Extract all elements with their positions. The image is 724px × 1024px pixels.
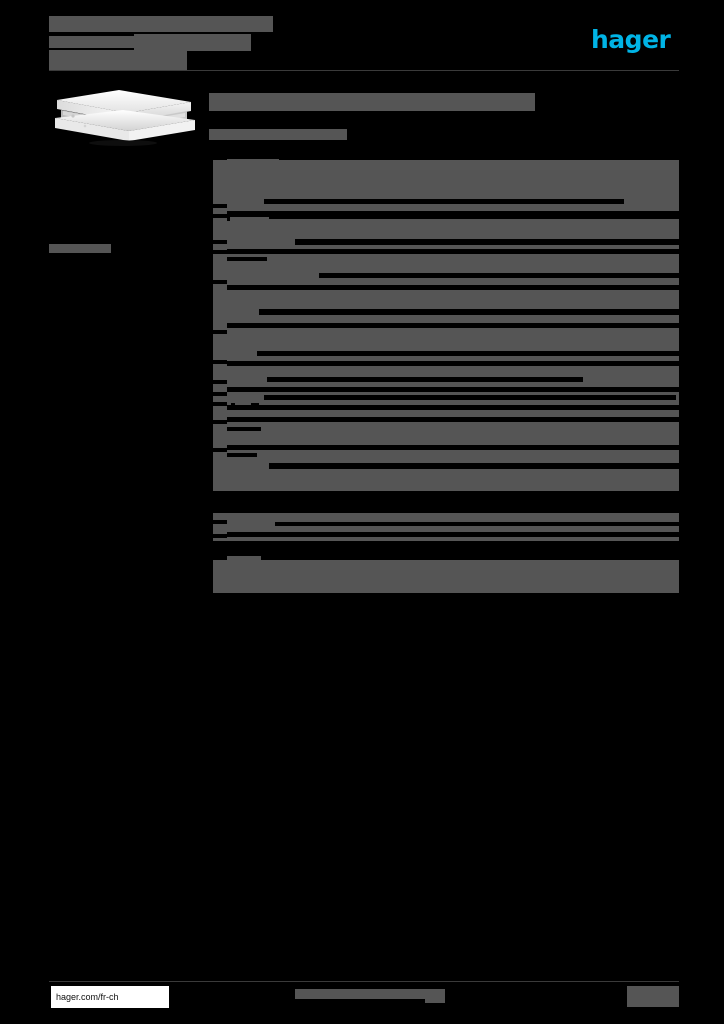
- footer-divider: [49, 981, 679, 982]
- trunking-corner-illustration: [55, 90, 195, 146]
- spec-table-secondary: [209, 510, 679, 545]
- spec-row-separators-secondary: [209, 510, 679, 545]
- footer-center-text: [295, 989, 445, 999]
- footer-center-text-2: [425, 993, 445, 1003]
- product-reference: [209, 129, 347, 140]
- spec-row-separators: [209, 155, 682, 496]
- product-image: [49, 86, 199, 148]
- page-header: [49, 12, 679, 74]
- product-heading: [209, 93, 535, 111]
- left-column: [49, 86, 199, 148]
- spec-table-primary: [209, 155, 682, 496]
- footer-url-box[interactable]: hager.com/fr-ch: [51, 986, 169, 1008]
- footer-url-text[interactable]: hager.com/fr-ch: [56, 992, 119, 1002]
- document-title: [49, 16, 273, 32]
- footer-right-text: [627, 986, 679, 1007]
- header-meta-b: [167, 34, 251, 51]
- document-tagline: [49, 50, 187, 70]
- header-divider: [49, 70, 679, 71]
- spec-row-separators-tertiary: [209, 556, 679, 597]
- left-column-caption: [49, 244, 111, 253]
- spec-table-tertiary: [209, 556, 679, 597]
- page-footer: hager.com/fr-ch: [49, 981, 679, 1009]
- hager-logo: hager: [591, 25, 671, 54]
